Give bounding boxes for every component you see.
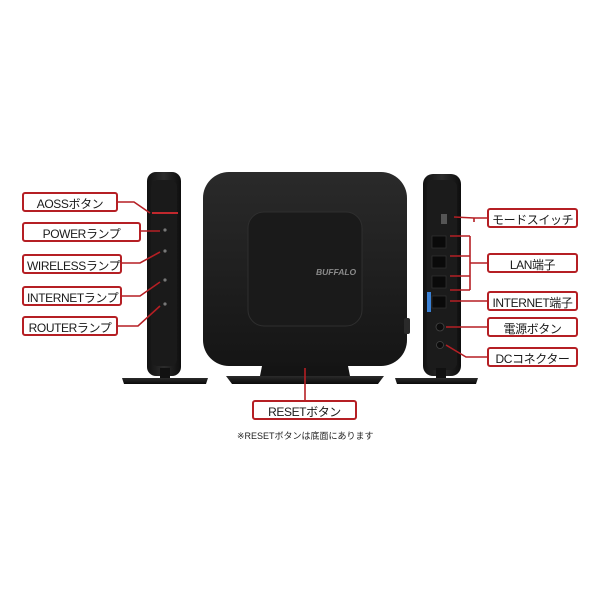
aoss-indicator	[152, 212, 178, 214]
brand-logo: BUFFALO	[316, 267, 357, 277]
internet-lamp	[163, 278, 167, 282]
aoss-button-label: AOSSボタン	[22, 192, 118, 212]
router-lamp	[163, 302, 167, 306]
left-stand	[122, 378, 208, 384]
lan-port-3	[431, 275, 447, 289]
mode-switch-part	[441, 214, 447, 224]
internet-port	[431, 295, 447, 309]
internet-port-accent	[427, 292, 431, 312]
wireless-lamp-label: WIRELESSランプ	[22, 254, 122, 274]
internet-lamp-label: INTERNETランプ	[22, 286, 122, 306]
power-lamp	[163, 228, 167, 232]
right-side-unit	[395, 174, 478, 384]
power-lamp-label: POWERランプ	[22, 222, 141, 242]
lan-port-label: LAN端子	[487, 253, 578, 273]
left-side-unit	[122, 172, 208, 384]
dc-connector-label: DCコネクター	[487, 347, 578, 367]
mode-switch-label: モードスイッチ	[487, 208, 578, 228]
leader-lines	[118, 201, 487, 400]
reset-button-label: RESETボタン	[252, 400, 357, 420]
router-lamp-label: ROUTERランプ	[22, 316, 118, 336]
reset-note: ※RESETボタンは底面にあります	[237, 431, 374, 441]
front-unit: BUFFALO	[203, 172, 410, 384]
lan-port-2	[431, 255, 447, 269]
internet-port-label: INTERNET端子	[487, 291, 578, 311]
power-button-label: 電源ボタン	[487, 317, 578, 337]
dc-connector-part	[436, 341, 444, 349]
lan-port-1	[431, 235, 447, 249]
wireless-lamp	[163, 249, 167, 253]
power-button-part	[435, 322, 445, 332]
right-stand	[395, 378, 478, 384]
